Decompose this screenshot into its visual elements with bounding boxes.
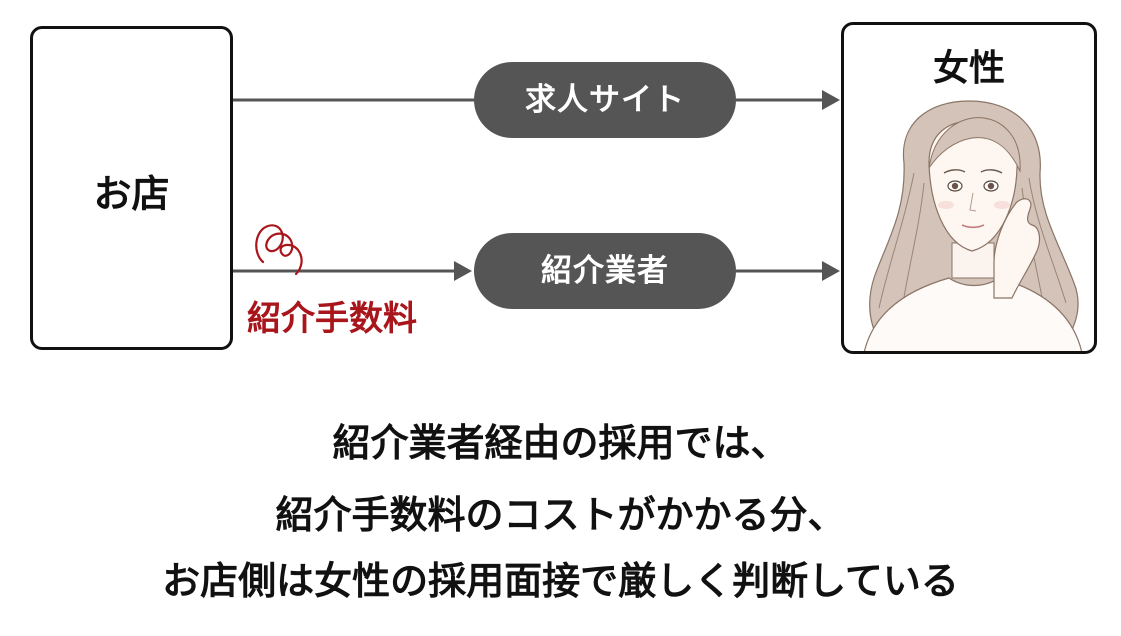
caption-line-3: お店側は女性の採用面接で厳しく判断している [162, 559, 959, 603]
fee-label: 紹介手数料 [247, 299, 417, 339]
job-site-label: 求人サイト [525, 81, 685, 118]
arrowhead-bottom-right [822, 261, 840, 281]
arrowhead-top-right [822, 90, 840, 110]
arrowhead-agency [454, 261, 472, 281]
shop-box: お店 [30, 26, 233, 350]
agency-pill: 紹介業者 [474, 233, 736, 309]
job-site-pill: 求人サイト [474, 62, 736, 138]
woman-illustration [863, 100, 1083, 351]
woman-label: 女性 [932, 48, 1005, 89]
red-scribble-icon [255, 224, 303, 276]
agency-label: 紹介業者 [541, 252, 669, 289]
caption-line-1: 紹介業者経由の採用では、 [332, 421, 789, 465]
woman-box: 女性 [841, 22, 1097, 354]
shop-label: お店 [93, 172, 170, 216]
caption-line-2: 紹介手数料のコストがかかる分、 [275, 493, 846, 537]
